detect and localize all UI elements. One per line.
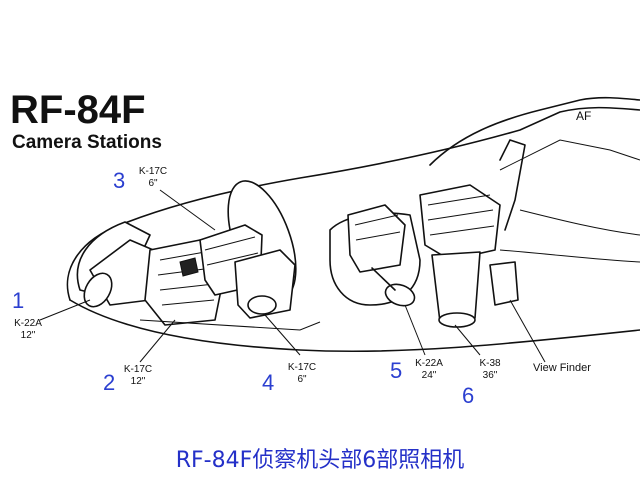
leader-5: [404, 304, 426, 356]
station-1-focal: 12": [20, 330, 36, 341]
leader-6: [454, 324, 481, 356]
station-6-number: 6: [462, 383, 475, 408]
station-6-focal: 36": [482, 370, 498, 381]
station-4-focal: 6": [297, 374, 307, 385]
figure-caption: RF-84F侦察机头部6部照相机: [175, 448, 465, 473]
station-2-model: K-17C: [123, 364, 153, 375]
station-1-label: K-22A 12": [8, 318, 48, 342]
station-4-model: K-17C: [287, 362, 317, 373]
camera-6-barrel: [431, 251, 481, 323]
diagram-subtitle: Camera Stations: [12, 132, 162, 153]
station-5-focal: 24": [421, 370, 437, 381]
station-2-label: K-17C 12": [118, 364, 158, 388]
leader-viewfinder: [509, 299, 546, 363]
fuselage-bottom: [69, 299, 640, 353]
station-2-number: 2: [103, 370, 116, 395]
station-1-model: K-22A: [14, 318, 42, 329]
leader-1: [39, 299, 91, 321]
view-finder-label: View Finder: [533, 362, 591, 374]
station-3-focal: 6": [148, 178, 158, 189]
station-6-label: K-38 36": [472, 358, 508, 382]
leader-2: [139, 319, 176, 363]
camera-6-body: [419, 184, 501, 261]
station-3-model: K-17C: [138, 166, 168, 177]
station-6-model: K-38: [479, 358, 501, 369]
station-4-number: 4: [262, 370, 275, 395]
partial-label: AF: [576, 109, 592, 123]
diagram-title: RF-84F: [10, 88, 146, 132]
leader-3: [159, 189, 216, 231]
station-5-number: 5: [390, 358, 403, 383]
view-finder-body: [489, 261, 519, 306]
station-5-label: K-22A 24": [409, 358, 449, 382]
leader-4: [264, 314, 301, 356]
canopy-frame: [429, 96, 640, 166]
station-5-model: K-22A: [415, 358, 443, 369]
camera-5-lens: [384, 283, 416, 307]
station-3-label: K-17C 6": [133, 166, 173, 190]
camera-5-body: [347, 204, 406, 273]
station-1-number: 1: [12, 288, 25, 313]
station-4-label: K-17C 6": [282, 362, 322, 386]
station-2-focal: 12": [130, 376, 146, 387]
camera-4-lens: [247, 295, 277, 315]
station-3-number: 3: [113, 168, 126, 193]
